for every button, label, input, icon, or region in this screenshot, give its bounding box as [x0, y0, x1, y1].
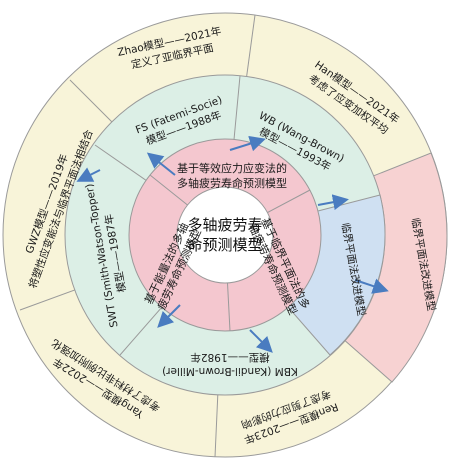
- arrow: [146, 152, 176, 176]
- middle-item-3-line1: KBM (Kandil-Brown-Miller): [162, 365, 298, 377]
- center-circle: [176, 186, 274, 284]
- center-title-line2: 命预测模型: [187, 236, 262, 254]
- arrow: [249, 329, 273, 353]
- inner-item-0-line2: 多轴疲劳寿命预测模型: [177, 176, 287, 190]
- arrow: [157, 304, 181, 328]
- middle-item-3-line2: 模型——1982年: [190, 351, 269, 364]
- arrow: [76, 167, 101, 182]
- arrow: [354, 278, 389, 294]
- center-title-line1: 多轴疲劳寿: [187, 216, 262, 234]
- arrow: [317, 194, 349, 211]
- arrow: [229, 135, 266, 152]
- inner-item-0-line1: 基于等效应力应变法的: [177, 161, 287, 175]
